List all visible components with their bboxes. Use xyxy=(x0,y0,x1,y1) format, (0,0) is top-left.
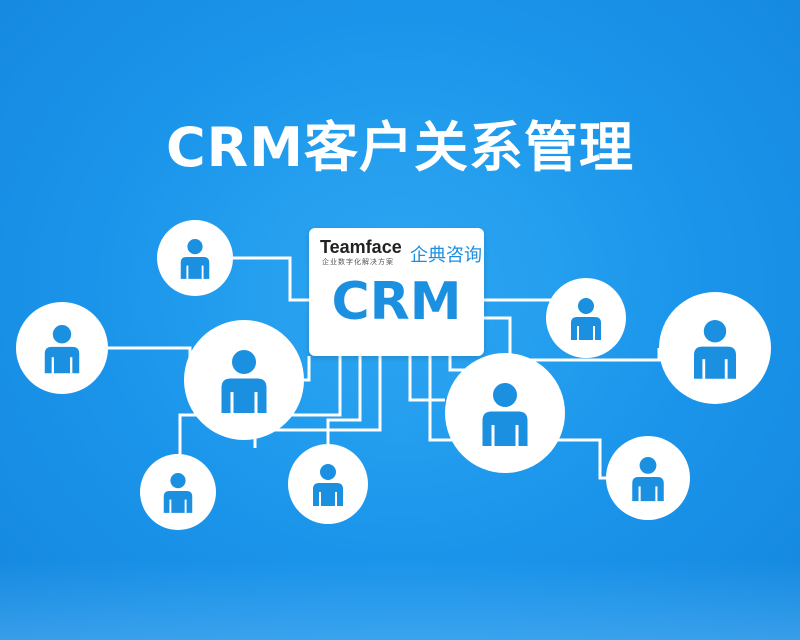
teamface-logo-tagline: 企业数字化解决方案 xyxy=(322,258,394,266)
customer-node-5 xyxy=(288,444,368,524)
person-icon xyxy=(163,471,193,513)
person-icon xyxy=(482,380,528,446)
connector-line xyxy=(253,356,382,448)
teamface-logo-text: Teamface xyxy=(320,237,402,257)
customer-node-1 xyxy=(157,220,233,296)
connector-line xyxy=(233,256,309,302)
person-icon xyxy=(313,462,343,506)
customer-node-8 xyxy=(445,353,565,473)
connector-line xyxy=(428,356,606,480)
person-icon xyxy=(632,454,664,502)
crm-hub: CRM xyxy=(309,228,484,356)
person-icon xyxy=(221,347,267,413)
customer-node-3 xyxy=(184,320,304,440)
connector-line xyxy=(304,356,311,382)
crm-hub-label: CRM xyxy=(331,272,462,332)
connector-line xyxy=(108,346,192,382)
teamface-logo-cn: 企典咨询 xyxy=(410,245,482,266)
person-icon xyxy=(44,322,80,374)
customer-node-9 xyxy=(606,436,690,520)
person-icon xyxy=(694,317,736,379)
connector-line xyxy=(326,356,362,444)
bottom-glow xyxy=(0,560,800,640)
customer-node-7 xyxy=(659,292,771,404)
customer-node-4 xyxy=(140,454,216,530)
page-title: CRM客户关系管理 xyxy=(166,116,634,179)
customer-node-6 xyxy=(546,278,626,358)
person-icon xyxy=(180,237,210,279)
customer-node-2 xyxy=(16,302,108,394)
connector-line xyxy=(408,356,445,402)
person-icon xyxy=(571,296,601,340)
